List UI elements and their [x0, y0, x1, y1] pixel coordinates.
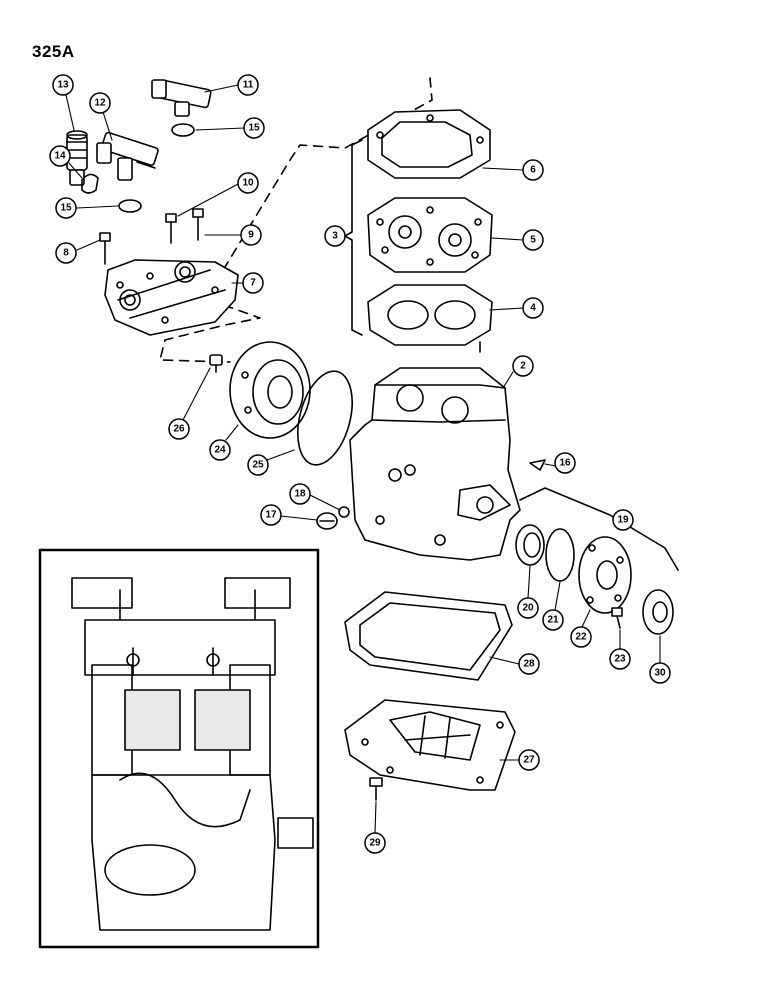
part-17-plug [316, 512, 338, 530]
svg-text:10: 10 [242, 178, 254, 189]
svg-text:13: 13 [57, 80, 69, 91]
callout-6: 6 [522, 159, 544, 181]
leader-lines [65, 84, 661, 834]
callout-5: 5 [522, 229, 544, 251]
callout-13: 13 [52, 74, 74, 96]
part-11-service-valve [151, 79, 212, 117]
callout-17: 17 [260, 504, 282, 526]
dashed-group-outline [159, 77, 433, 363]
part-30-seal-seat [642, 589, 674, 635]
cross-section-drawing [71, 577, 314, 931]
svg-text:6: 6 [530, 165, 536, 176]
svg-text:15: 15 [60, 203, 72, 214]
part-16-key [529, 459, 546, 471]
part-28-pan-gasket [344, 591, 513, 681]
svg-text:15: 15 [248, 123, 260, 134]
svg-text:12: 12 [94, 98, 106, 109]
part-22-seal-plate [578, 536, 632, 614]
callout-3: 3 [324, 225, 346, 247]
callout-12: 12 [89, 92, 111, 114]
svg-text:5: 5 [530, 235, 536, 246]
callout-10: 10 [237, 172, 259, 194]
page-number: 325A [32, 42, 75, 61]
callout-23: 23 [609, 648, 631, 670]
svg-text:14: 14 [54, 151, 66, 162]
callout-9: 9 [240, 224, 262, 246]
part-2-compressor-body [349, 367, 521, 561]
callout-29: 29 [364, 832, 386, 854]
svg-text:18: 18 [294, 489, 306, 500]
svg-text:16: 16 [559, 458, 571, 469]
callout-24: 24 [209, 439, 231, 461]
callout-15-left: 15 [55, 197, 77, 219]
part-7-cylinder-head [104, 259, 239, 336]
part-18-washer [338, 506, 350, 518]
part-15-oring-a [171, 123, 195, 137]
svg-text:25: 25 [252, 460, 264, 471]
callouts: 13 12 11 14 15 15 10 9 8 7 6 5 4 3 2 26 … [49, 74, 671, 854]
part-14-cap [81, 173, 99, 194]
svg-text:26: 26 [173, 424, 185, 435]
callout-19: 19 [612, 509, 634, 531]
part-4-gasket [367, 284, 493, 346]
callout-4: 4 [522, 297, 544, 319]
svg-text:7: 7 [250, 278, 256, 289]
part-6-head-gasket [367, 109, 491, 179]
callout-16: 16 [554, 452, 576, 474]
part-29-bolt [369, 777, 383, 801]
callout-27: 27 [518, 749, 540, 771]
part-5-valve-plate [367, 197, 493, 273]
callout-8: 8 [55, 242, 77, 264]
part-9-bolt [192, 208, 204, 241]
callout-21: 21 [542, 609, 564, 631]
svg-text:24: 24 [214, 445, 226, 456]
callout-26: 26 [168, 418, 190, 440]
callout-7: 7 [242, 272, 264, 294]
callout-25: 25 [247, 454, 269, 476]
part-8-bolt [99, 232, 111, 265]
callout-15-top: 15 [243, 117, 265, 139]
part-26-plug [209, 354, 223, 373]
svg-text:30: 30 [654, 668, 666, 679]
callout-28: 28 [518, 653, 540, 675]
svg-text:17: 17 [265, 510, 277, 521]
callout-18: 18 [289, 483, 311, 505]
callout-22: 22 [570, 626, 592, 648]
svg-text:9: 9 [248, 230, 254, 241]
callout-11: 11 [237, 74, 259, 96]
part-25-oring [297, 370, 353, 466]
svg-text:21: 21 [547, 615, 559, 626]
svg-text:23: 23 [614, 654, 626, 665]
svg-text:27: 27 [523, 755, 535, 766]
cross-section-inset-frame [38, 548, 320, 949]
part-27-oil-pan [344, 699, 516, 791]
part-20-shaft-seal [515, 524, 545, 566]
svg-text:19: 19 [617, 515, 629, 526]
svg-text:3: 3 [332, 231, 338, 242]
callout-30: 30 [649, 662, 671, 684]
group-3-bracket [344, 139, 363, 336]
part-23-screw [611, 607, 623, 629]
part-15-oring-b [118, 199, 142, 213]
svg-text:22: 22 [575, 632, 587, 643]
svg-text:4: 4 [530, 303, 536, 314]
group-19-bracket [519, 487, 679, 571]
callout-20: 20 [517, 597, 539, 619]
part-21-oring [545, 528, 575, 582]
part-13-fitting [66, 130, 88, 186]
svg-text:28: 28 [523, 659, 535, 670]
svg-text:11: 11 [243, 80, 254, 91]
svg-text:8: 8 [63, 248, 69, 259]
part-10-bolt [165, 213, 177, 244]
callout-2: 2 [512, 355, 534, 377]
svg-text:29: 29 [369, 838, 381, 849]
svg-text:2: 2 [520, 361, 526, 372]
svg-text:20: 20 [522, 603, 534, 614]
part-12-service-valve [96, 131, 159, 181]
callout-14: 14 [49, 145, 71, 167]
